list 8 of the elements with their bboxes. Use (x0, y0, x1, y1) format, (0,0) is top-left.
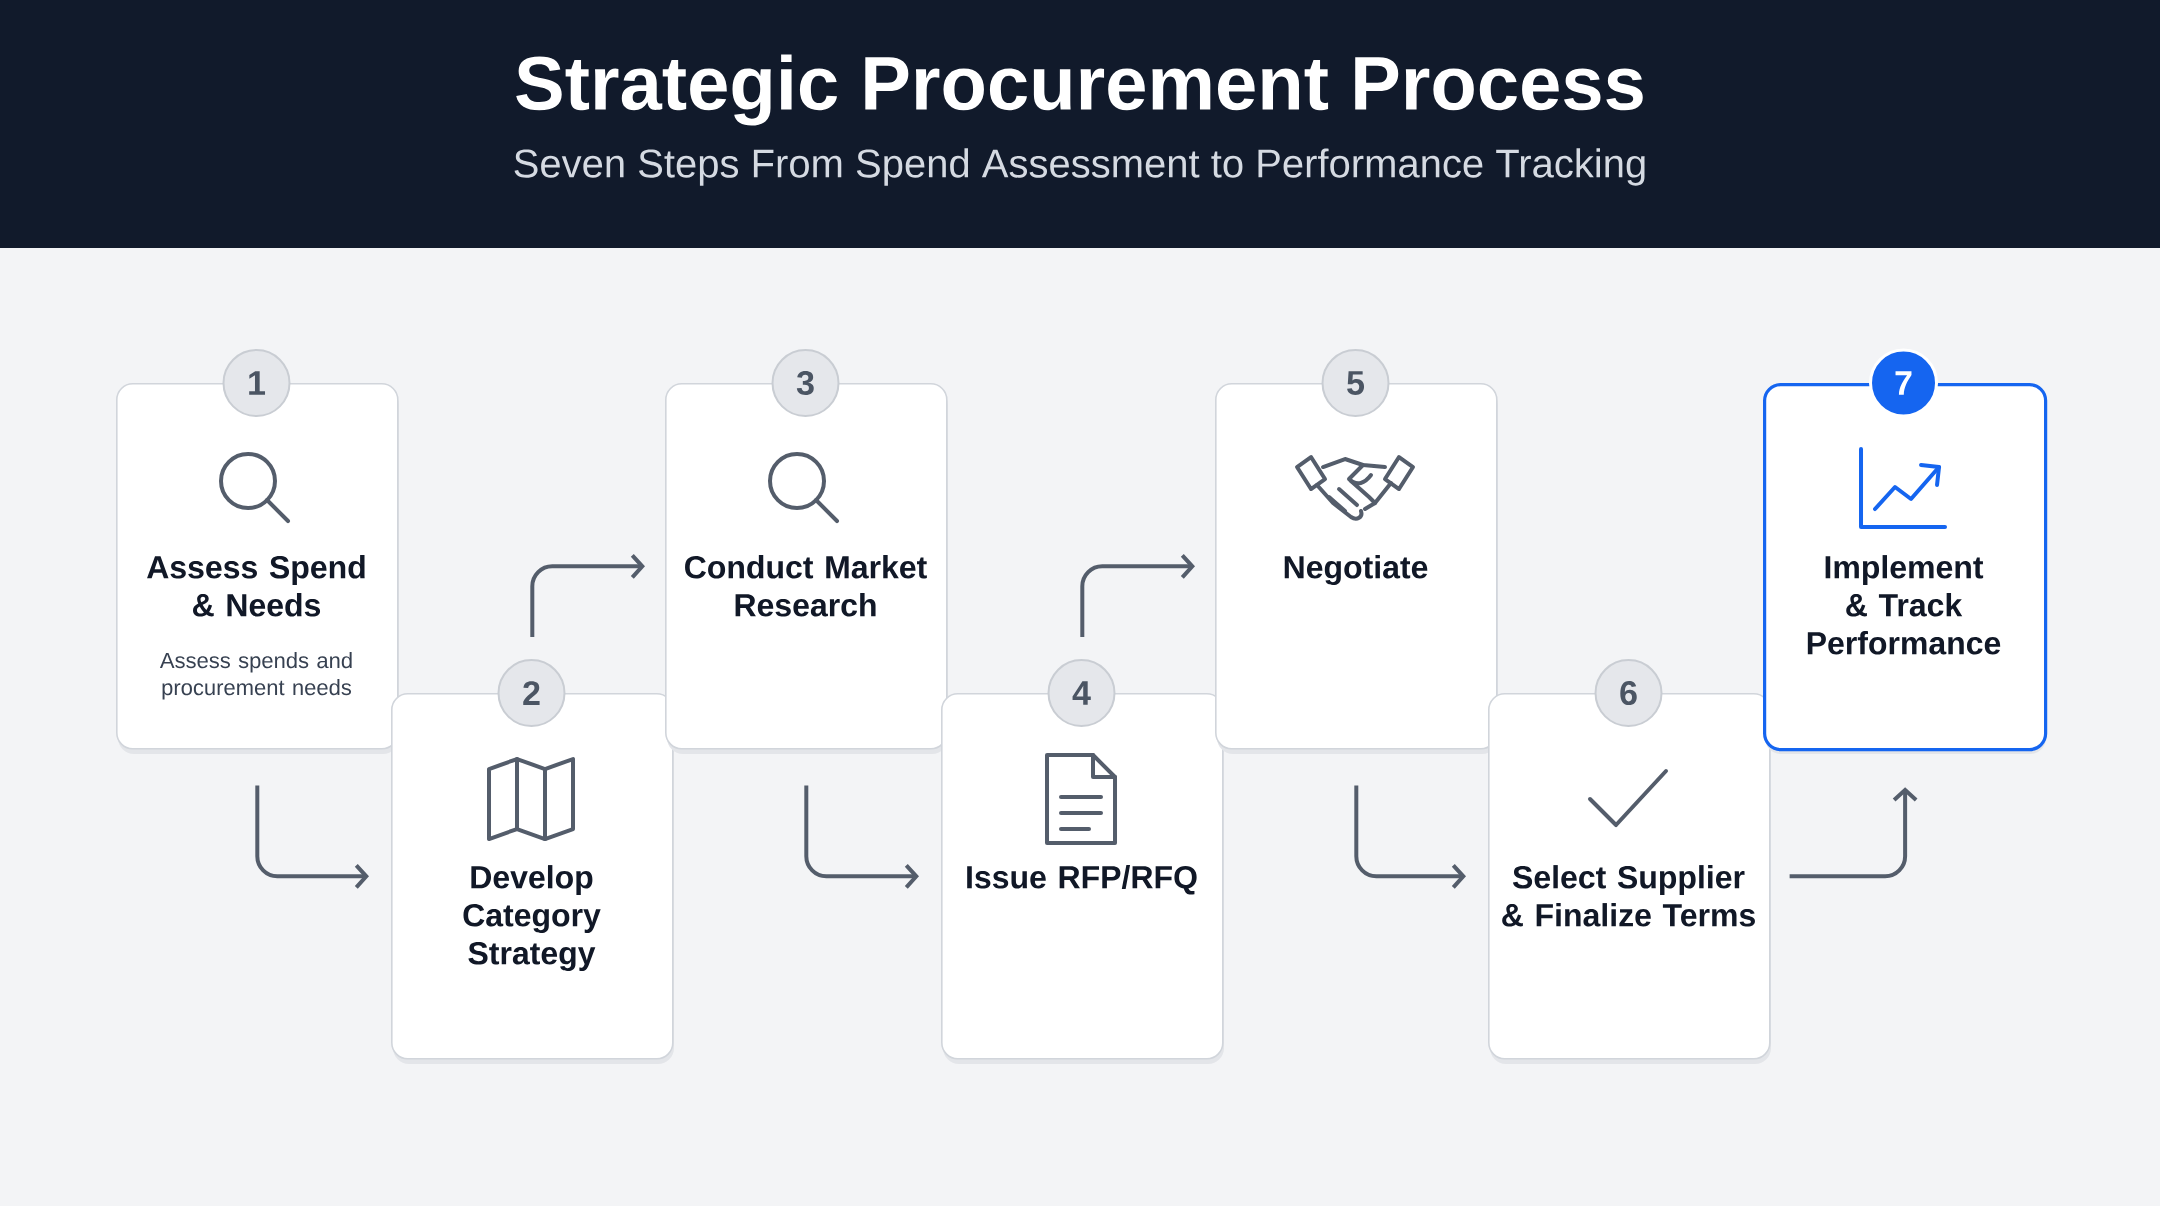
elbow-arrow (804, 785, 919, 889)
title: Strategic Procurement Process (516, 54, 1643, 126)
elbow-arrow (255, 785, 369, 889)
elbow-arrow (1354, 785, 1466, 889)
subtitle: Seven Steps From Spend Assessment to Performance Tracking (514, 148, 1645, 186)
elbow-arrow (1789, 787, 1918, 879)
elbow-arrow (530, 553, 645, 637)
elbow-arrow (1080, 553, 1195, 637)
